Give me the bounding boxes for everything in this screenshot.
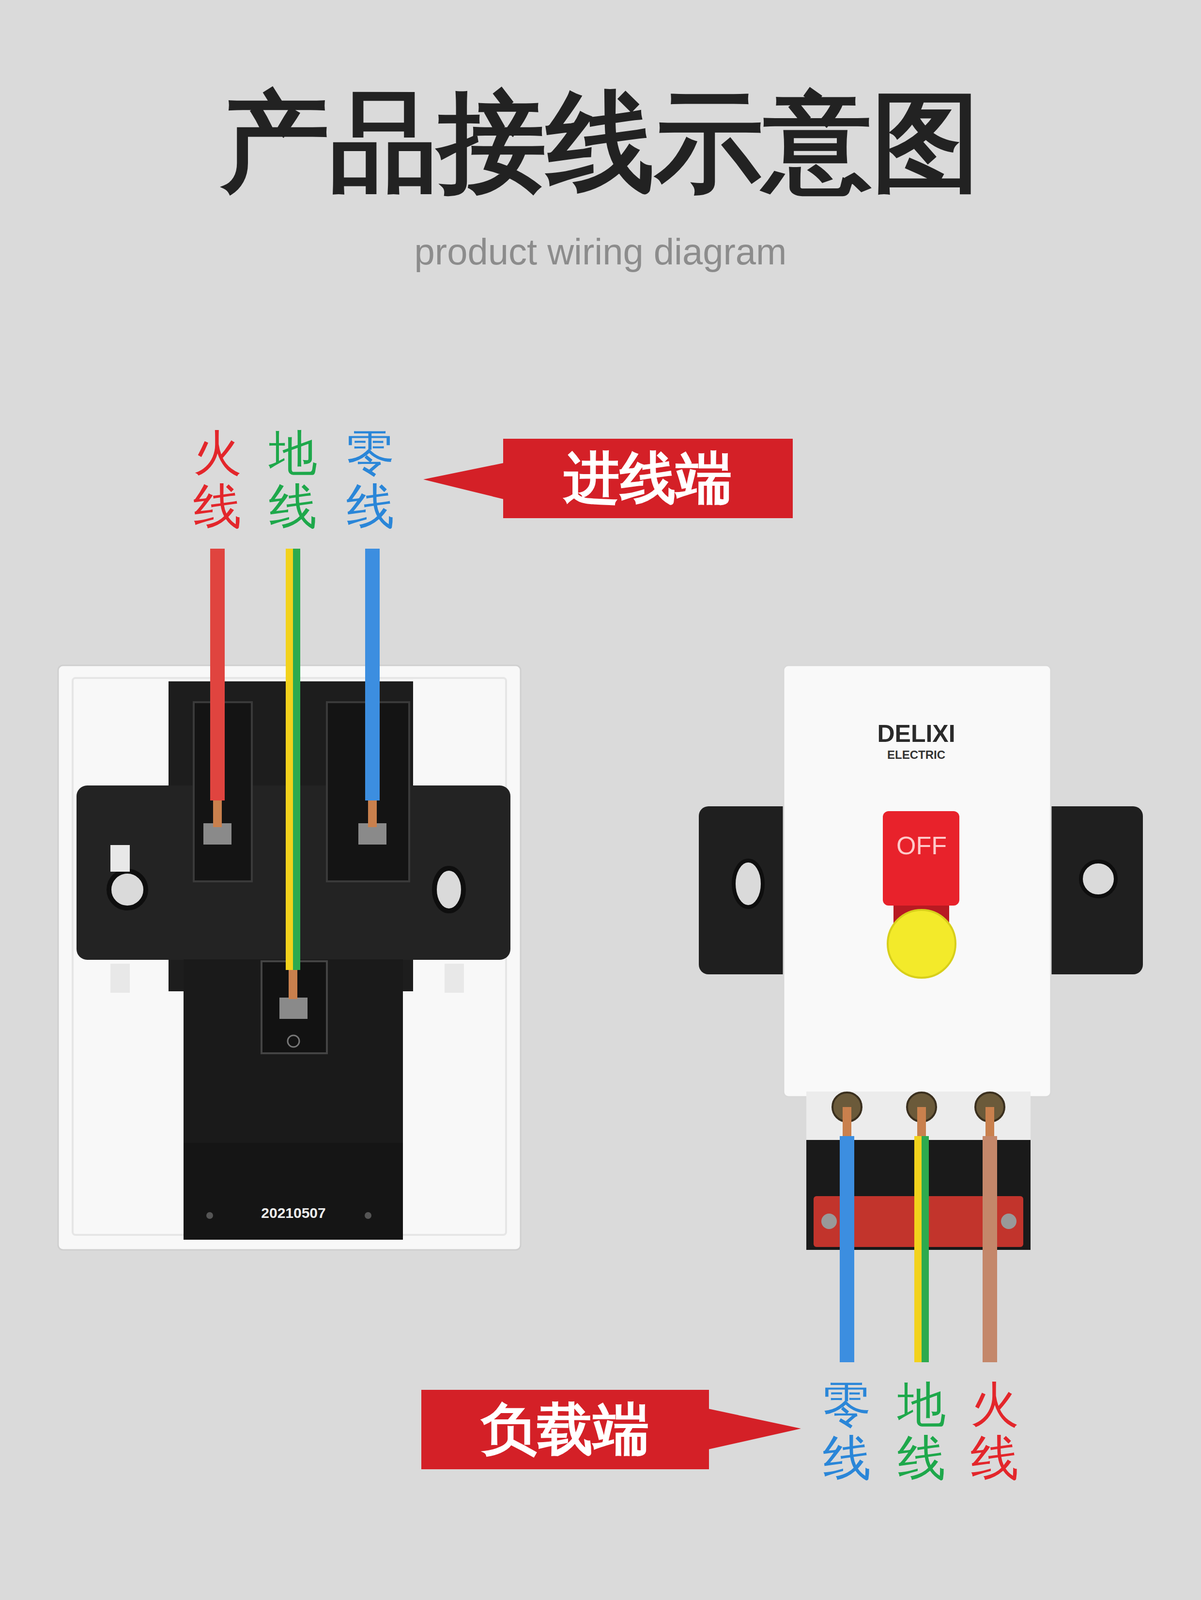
load-wires <box>839 1107 998 1363</box>
screw <box>1000 1213 1017 1230</box>
screw-slot <box>733 860 763 908</box>
callout-pointer <box>706 1408 801 1450</box>
ground-terminal <box>261 961 327 1054</box>
module-base <box>183 1142 403 1240</box>
screw-slot <box>434 868 464 911</box>
terminal-strip <box>806 1091 1031 1140</box>
dot <box>206 1212 214 1219</box>
brand-subname: ELECTRIC <box>887 748 946 762</box>
callout-text: 负载端 <box>480 1398 650 1461</box>
ground-symbol <box>287 1035 300 1048</box>
brand-name: DELIXI <box>877 720 955 748</box>
callout-pointer <box>423 462 507 500</box>
live-wire <box>982 1136 998 1363</box>
switch-marking: OFF <box>896 831 947 860</box>
wire-label: 火线 <box>193 426 242 533</box>
clip <box>444 963 464 993</box>
clip <box>110 963 130 993</box>
incoming-wires <box>210 548 380 1000</box>
test-button <box>887 909 956 978</box>
date-code: 20210507 <box>261 1204 326 1221</box>
callout-text: 进线端 <box>563 447 733 510</box>
toggle-switch <box>882 811 960 906</box>
callout-banner: 负载端 <box>421 1389 709 1470</box>
copper-end <box>917 1107 926 1137</box>
screw-hole <box>108 871 146 909</box>
callout-banner: 进线端 <box>503 438 793 519</box>
live-wire <box>210 548 225 801</box>
earth-wire <box>285 548 293 971</box>
wire-label: 地线 <box>897 1377 946 1485</box>
screw-hole <box>1080 861 1116 897</box>
neutral-wire <box>365 548 380 801</box>
diagram-title: 产品接线示意图 <box>220 82 981 202</box>
module-lower <box>183 959 403 1240</box>
wire-label: 地线 <box>268 426 318 533</box>
earth-wire <box>921 1136 929 1363</box>
terminal-clamp <box>279 997 308 1019</box>
breaker-body <box>783 665 1051 1097</box>
screw <box>821 1213 837 1230</box>
dot <box>364 1212 372 1219</box>
copper-end <box>213 800 222 828</box>
subtitle: product wiring diagram <box>414 231 787 273</box>
neutral-wire <box>839 1136 855 1363</box>
copper-end <box>985 1107 995 1137</box>
copper-end <box>368 800 377 828</box>
copper-end <box>842 1107 852 1137</box>
wire-label: 零线 <box>822 1377 872 1485</box>
wire-label: 火线 <box>970 1377 1019 1485</box>
earth-wire <box>292 548 301 971</box>
earth-wire <box>914 1136 922 1363</box>
copper-end <box>288 970 298 1000</box>
clip <box>110 845 130 872</box>
wire-label: 零线 <box>346 426 395 533</box>
